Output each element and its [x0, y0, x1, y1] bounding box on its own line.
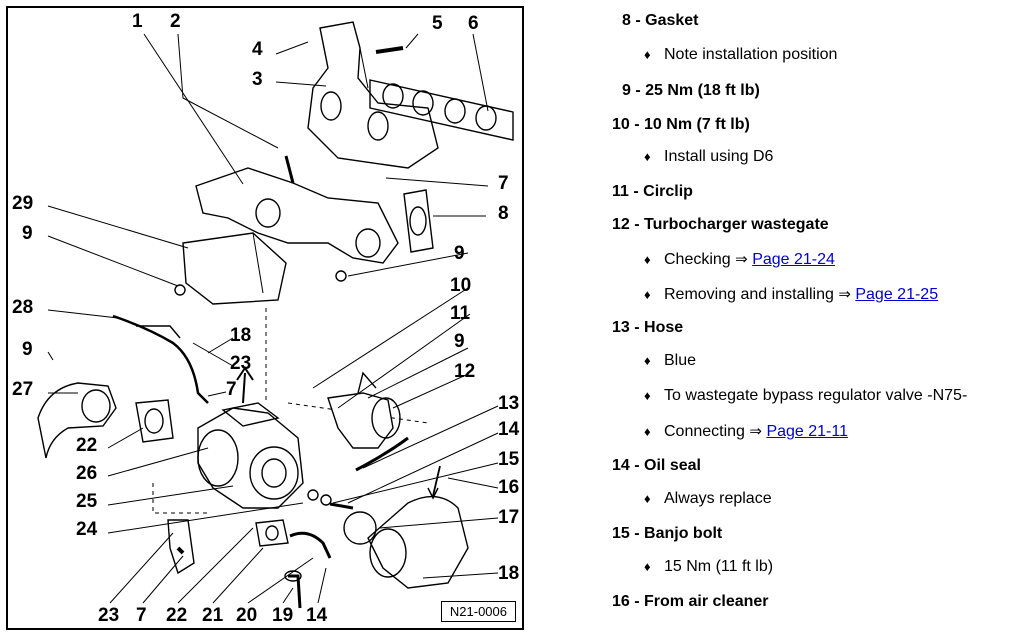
callout-18: 18 [230, 325, 252, 346]
callout-26: 26 [76, 463, 98, 484]
legend-entry-16: 16 - From air cleaner [612, 593, 769, 610]
exploded-view-diagram: 1 2 4 3 5 6 7 8 29 9 9 10 28 11 18 9 9 2… [6, 6, 524, 630]
parts-legend: 8 - Gasket ♦Note installation position 9… [600, 0, 1031, 634]
callout-28: 28 [12, 297, 34, 318]
legend-note: ♦To wastegate bypass regulator valve -N7… [644, 387, 968, 404]
callout-22: 22 [76, 435, 98, 456]
page-link-21-25[interactable]: Page 21-25 [855, 286, 939, 303]
callout-11: 11 [450, 303, 471, 324]
callout-29: 29 [12, 193, 34, 214]
legend-note: ♦Note installation position [644, 46, 838, 63]
legend-entry-8: 8 - Gasket [622, 12, 699, 30]
legend-entry-15: 15 - Banjo bolt [612, 525, 723, 542]
diamond-bullet-icon: ♦ [644, 491, 651, 506]
legend-note: ♦Always replace [644, 490, 772, 507]
callout-9: 9 [22, 223, 33, 244]
callout-9: 9 [454, 331, 465, 352]
legend-note: ♦Checking ⇒ Page 21-24 [644, 251, 835, 268]
diamond-bullet-icon: ♦ [644, 353, 651, 368]
callout-22: 22 [166, 605, 188, 626]
callout-4: 4 [252, 39, 263, 60]
callout-3: 3 [252, 69, 263, 90]
callout-16: 16 [498, 477, 520, 498]
legend-entry-13: 13 - Hose [612, 319, 684, 336]
callout-14: 14 [498, 419, 520, 440]
figure-id-label: N21-0006 [440, 601, 516, 622]
callout-13: 13 [498, 393, 520, 414]
callout-24: 24 [76, 519, 98, 540]
callout-7: 7 [498, 173, 509, 194]
callout-15: 15 [498, 449, 520, 470]
legend-note: ♦Install using D6 [644, 148, 774, 165]
callout-9: 9 [22, 339, 33, 360]
legend-entry-9: 9 - 25 Nm (18 ft lb) [622, 82, 760, 99]
callout-1: 1 [132, 11, 143, 32]
callout-2: 2 [170, 11, 181, 32]
callout-20: 20 [236, 605, 258, 626]
callout-7: 7 [136, 605, 147, 626]
callout-17: 17 [498, 507, 520, 528]
legend-entry-14: 14 - Oil seal [612, 457, 701, 474]
callout-23: 23 [98, 605, 120, 626]
entry-title: Gasket [645, 12, 699, 29]
callout-10: 10 [450, 275, 472, 296]
callout-6: 6 [468, 13, 479, 34]
callout-21: 21 [202, 605, 224, 626]
legend-entry-10: 10 - 10 Nm (7 ft lb) [612, 116, 750, 133]
callout-23: 23 [230, 353, 252, 374]
callout-9: 9 [454, 243, 465, 264]
callout-8: 8 [498, 203, 509, 224]
diamond-bullet-icon: ♦ [644, 47, 651, 62]
callout-25: 25 [76, 491, 98, 512]
callout-19: 19 [272, 605, 294, 626]
legend-note: ♦Removing and installing ⇒ Page 21-25 [644, 286, 939, 303]
legend-note: ♦15 Nm (11 ft lb) [644, 558, 774, 575]
entry-number: 8 - [622, 12, 641, 29]
callout-27: 27 [12, 379, 34, 400]
turbocharger-illustration [37, 21, 514, 609]
page-link-21-11[interactable]: Page 21-11 [766, 423, 848, 440]
page-link-21-24[interactable]: Page 21-24 [752, 251, 835, 268]
legend-note: ♦Connecting ⇒ Page 21-11 [644, 423, 848, 440]
legend-entry-11: 11 - Circlip [612, 183, 693, 200]
diamond-bullet-icon: ♦ [644, 252, 651, 267]
callout-5: 5 [432, 13, 443, 34]
callout-12: 12 [454, 361, 476, 382]
callout-14: 14 [306, 605, 328, 626]
diamond-bullet-icon: ♦ [644, 149, 651, 164]
diamond-bullet-icon: ♦ [644, 559, 651, 574]
right-arrow-icon: ⇒ [838, 286, 851, 303]
right-arrow-icon: ⇒ [749, 423, 762, 440]
legend-entry-12: 12 - Turbocharger wastegate [612, 216, 829, 233]
callout-7: 7 [226, 379, 237, 400]
diamond-bullet-icon: ♦ [644, 388, 651, 403]
diamond-bullet-icon: ♦ [644, 424, 651, 439]
legend-note: ♦Blue [644, 352, 697, 369]
right-arrow-icon: ⇒ [735, 251, 748, 268]
callout-18: 18 [498, 563, 520, 584]
diamond-bullet-icon: ♦ [644, 287, 651, 302]
